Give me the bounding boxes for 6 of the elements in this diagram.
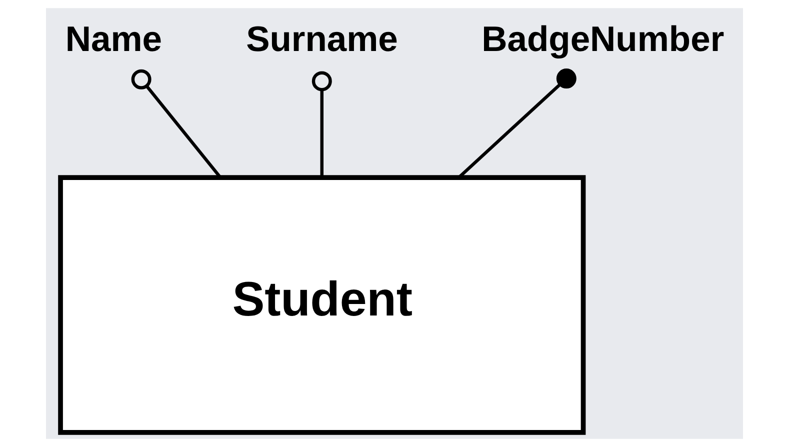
node-text: Surname [246,19,398,60]
node-text: Name [65,19,162,60]
node-box: Student [58,175,586,435]
connector [131,69,222,178]
node-text: BadgeNumber [482,19,724,60]
connector [312,71,332,178]
